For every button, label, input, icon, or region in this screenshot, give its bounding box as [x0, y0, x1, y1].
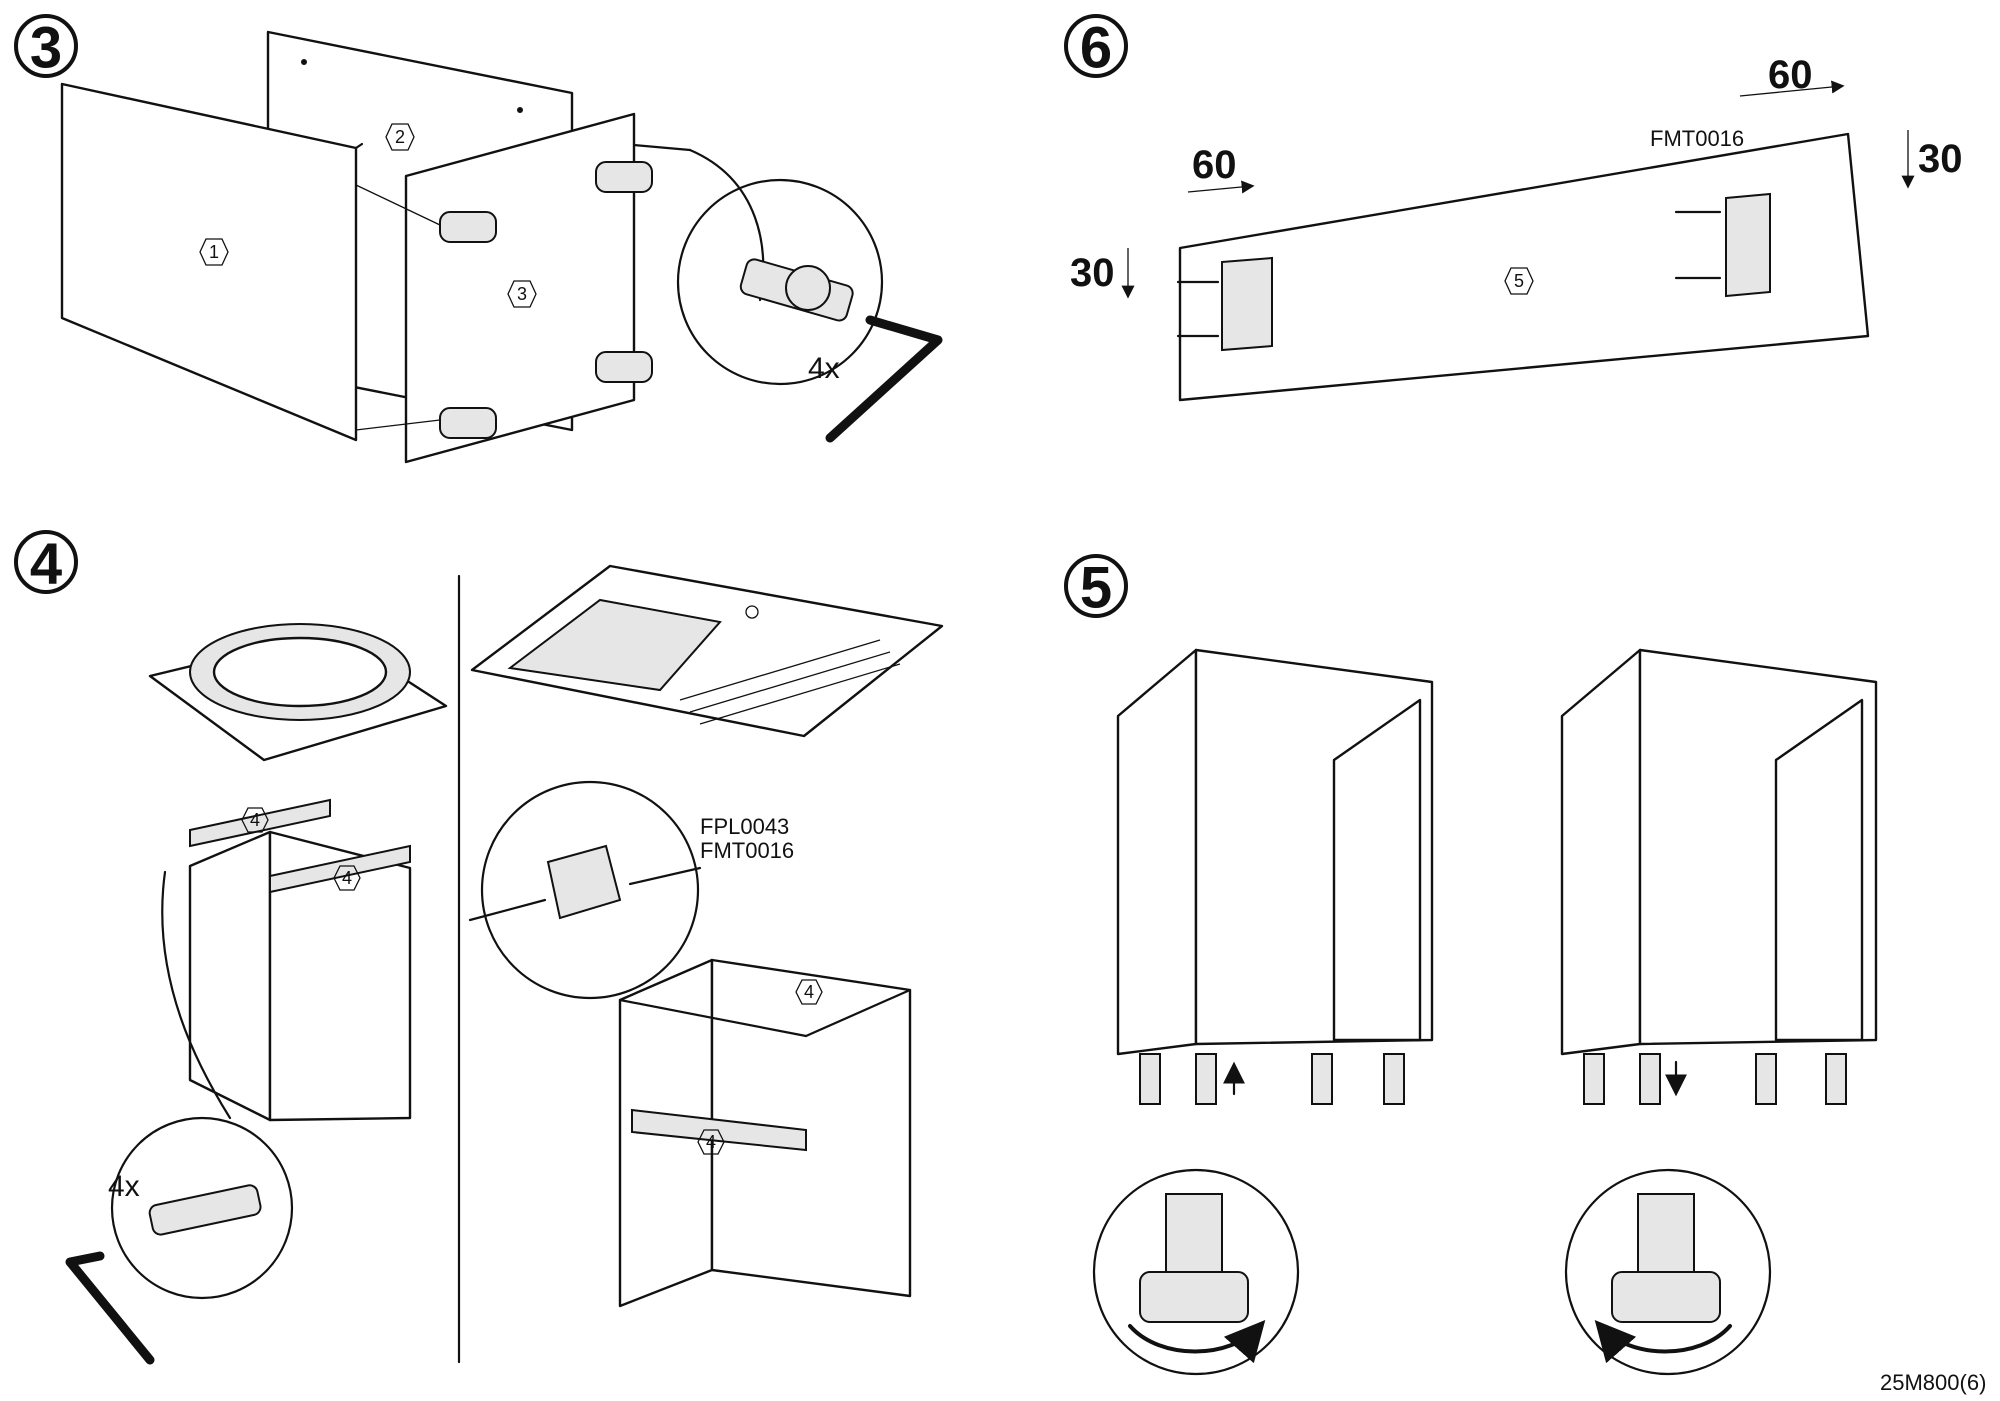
cabinet-6-right — [1560, 648, 1878, 1105]
svg-text:60: 60 — [1768, 53, 1813, 97]
step-3: 3 2 1 3 — [14, 14, 943, 464]
svg-text:FMT0016: FMT0016 — [700, 838, 794, 863]
panel-3: 3 — [404, 112, 636, 464]
step-5-badge: 6 — [1064, 14, 1128, 81]
svg-text:4: 4 — [804, 982, 814, 1002]
svg-text:4: 4 — [250, 810, 260, 830]
svg-text:4x: 4x — [808, 352, 840, 385]
allen-key-icon — [825, 315, 943, 443]
adjustable-leg-icon — [1139, 1053, 1405, 1105]
dimension-right-height: 30 — [1901, 130, 1963, 189]
svg-text:1: 1 — [209, 242, 219, 262]
document-reference: 25M800(6) — [1880, 1370, 1986, 1395]
dimension-right-width: 60 — [1739, 53, 1845, 97]
dimension-left-width: 60 — [1187, 143, 1255, 194]
svg-text:4: 4 — [30, 532, 62, 597]
step-4: 4 4 4 4x — [14, 530, 944, 1365]
svg-text:2: 2 — [395, 127, 405, 147]
svg-text:FPL0043: FPL0043 — [700, 814, 789, 839]
step-6: 5 — [1064, 554, 1878, 1376]
cam-detail-callout: 4x — [676, 148, 943, 443]
svg-text:4: 4 — [342, 868, 352, 888]
screw-icon — [1176, 210, 1722, 338]
step-3-badge: 3 — [14, 14, 78, 81]
adjustable-leg-icon — [1583, 1053, 1847, 1105]
svg-text:30: 30 — [1918, 137, 1963, 181]
leg-detail-left — [1092, 1168, 1300, 1376]
dowel-detail-callout-step-4: 4x — [65, 870, 294, 1365]
bracket-right — [1725, 192, 1771, 298]
round-sink-board — [148, 623, 448, 762]
cabinet-right-step-4: 4 4 — [618, 958, 912, 1308]
svg-text:4: 4 — [706, 1132, 716, 1152]
svg-text:4x: 4x — [108, 1170, 140, 1203]
svg-text:5: 5 — [1514, 271, 1524, 291]
svg-text:3: 3 — [517, 284, 527, 304]
step-4-badge: 4 — [14, 530, 78, 597]
step-5-code: FMT0016 — [1650, 126, 1744, 151]
svg-text:30: 30 — [1070, 251, 1115, 295]
rotation-arrow-icon — [1594, 1320, 1732, 1364]
inset-sink-top — [470, 564, 944, 738]
cam-dowel-icon — [439, 161, 653, 439]
dimension-left-height: 30 — [1070, 248, 1135, 299]
cabinet-6-left — [1116, 648, 1434, 1105]
rail-panel-5: 5 — [1178, 132, 1870, 402]
fixing-detail-callout-step-4: FPL0043 FMT0016 — [468, 780, 794, 1000]
svg-text:6: 6 — [1080, 16, 1112, 81]
cabinet-left-step-4: 4 4 — [188, 798, 412, 1122]
svg-text:5: 5 — [1080, 556, 1112, 621]
svg-text:3: 3 — [30, 16, 62, 81]
step-6-badge: 5 — [1064, 554, 1128, 621]
panel-1: 1 — [60, 82, 364, 442]
svg-text:60: 60 — [1192, 143, 1237, 187]
bracket-left — [1221, 256, 1273, 352]
step-5: 6 5 60 30 60 — [1064, 14, 1963, 402]
leg-detail-right — [1564, 1168, 1772, 1376]
rotation-arrow-icon — [1128, 1320, 1266, 1364]
